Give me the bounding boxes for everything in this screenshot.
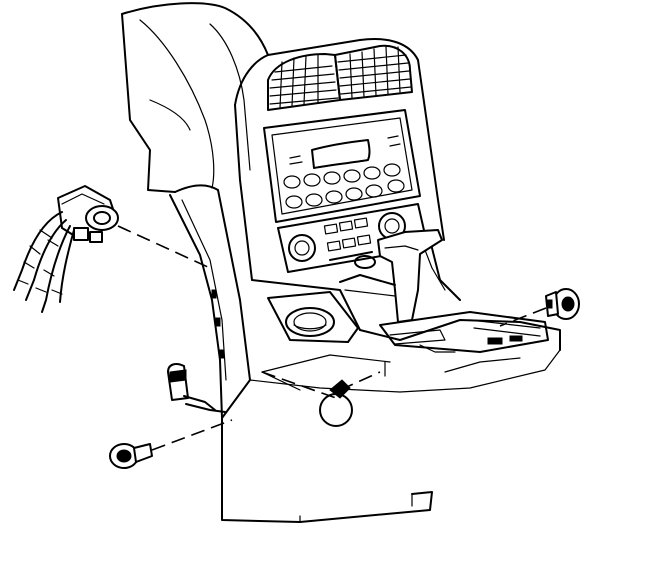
radio-unit [263,109,421,223]
push-pin-guide [261,361,386,399]
retainer-left [109,443,153,469]
cupholder [267,291,359,343]
radio-buttons [283,163,405,209]
cable-harness [13,211,75,313]
center-console [217,54,561,523]
dash-panel [121,2,445,241]
connector-alignment-line [117,225,211,269]
push-pin-clip [319,379,353,427]
retainer-right [545,288,580,320]
bracket-clip [167,363,226,413]
retainer-left-alignment-line [151,419,233,451]
wiring-connector [57,185,119,243]
air-vent-right [334,44,413,101]
console-left-side [169,194,227,419]
air-vent-left [267,53,341,111]
console-base [299,493,413,523]
retainer-right-alignment-line [499,307,547,327]
shifter [339,229,443,323]
